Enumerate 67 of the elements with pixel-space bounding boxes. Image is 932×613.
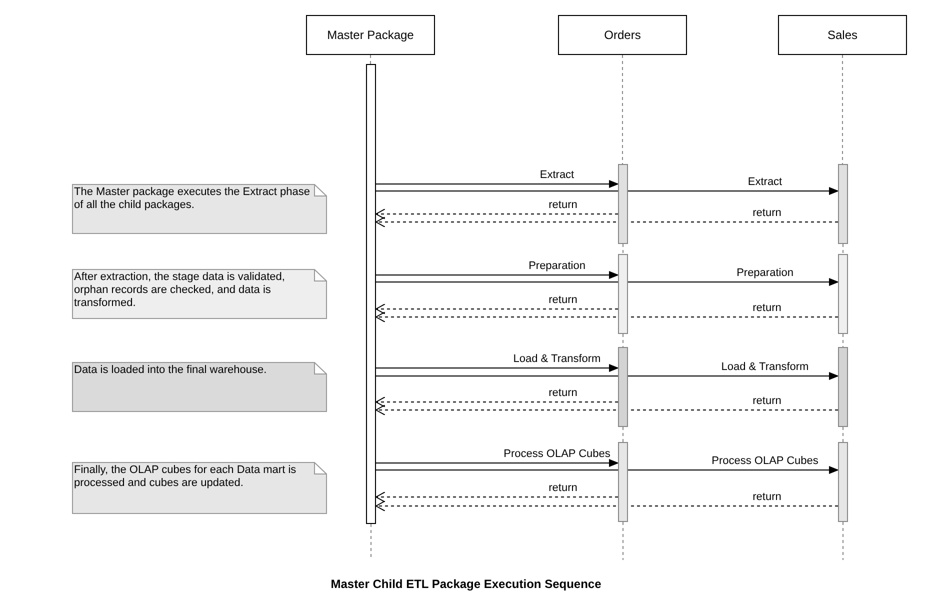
note-text: Finally, the OLAP cubes for each Data mart is processed and cubes are updated. xyxy=(73,463,298,490)
activation-bar xyxy=(838,347,848,427)
edge-label: Extract xyxy=(748,176,782,188)
diagram-caption: Master Child ETL Package Execution Sequence xyxy=(330,577,602,591)
lifeline xyxy=(842,54,843,164)
activation-bar xyxy=(618,254,628,334)
lifeline-name: Orders xyxy=(604,28,641,42)
return-arrow xyxy=(376,312,838,322)
lifeline-name: Master Package xyxy=(327,28,414,42)
activation-bar xyxy=(838,442,848,522)
edge-label: Load & Transform xyxy=(513,353,601,365)
lifeline xyxy=(842,522,844,560)
note-box xyxy=(72,462,327,514)
return-arrow xyxy=(376,500,838,512)
message-arrow xyxy=(376,278,839,286)
lifeline-header-box xyxy=(778,15,907,55)
message-arrow xyxy=(376,364,619,372)
lifeline-name: Sales xyxy=(827,28,858,42)
activation-bar xyxy=(366,64,376,524)
note-text: After extraction, the stage data is validated, orphan records are checked, and data is transformed. xyxy=(73,270,286,310)
message-arrow xyxy=(376,372,839,380)
note-box xyxy=(72,269,327,319)
edge-label: return xyxy=(752,207,782,219)
activation-bar xyxy=(618,442,628,522)
edge-label: return xyxy=(752,491,782,503)
edge-label: Preparation xyxy=(528,260,586,272)
lifeline xyxy=(370,54,371,64)
edge-label: Process OLAP Cubes xyxy=(504,448,610,460)
lifeline xyxy=(842,334,844,348)
lifeline-header-box xyxy=(306,15,435,55)
return-arrow xyxy=(376,208,618,220)
return-arrow xyxy=(376,404,838,416)
return-arrow xyxy=(376,304,618,314)
lifeline-header-box xyxy=(558,15,687,55)
note-box xyxy=(72,362,327,412)
edge-label: Process OLAP Cubes xyxy=(712,455,818,467)
message-arrow xyxy=(376,180,619,188)
edge-label: return xyxy=(548,482,578,494)
message-arrow xyxy=(376,187,839,195)
lifeline xyxy=(622,54,623,164)
activation-bar xyxy=(838,164,848,244)
note-text: Data is loaded into the final warehouse. xyxy=(73,363,268,377)
lifeline xyxy=(622,334,624,348)
note-box xyxy=(72,184,327,234)
activation-bar xyxy=(618,164,628,244)
activation-bar xyxy=(838,254,848,334)
lifeline xyxy=(622,522,624,560)
edge-label: return xyxy=(548,294,578,306)
edge-label: return xyxy=(752,395,782,407)
message-arrow xyxy=(376,466,839,474)
activation-bar xyxy=(618,347,628,427)
return-arrow xyxy=(376,492,618,502)
lifeline xyxy=(842,244,844,254)
edge-label: return xyxy=(752,302,782,314)
message-arrow xyxy=(376,271,619,279)
edge-label: return xyxy=(548,199,578,211)
lifeline xyxy=(842,426,844,442)
edge-label: Extract xyxy=(540,169,574,181)
lifeline xyxy=(622,244,624,254)
message-arrow xyxy=(376,459,619,467)
lifeline xyxy=(622,426,624,442)
edge-label: return xyxy=(548,387,578,399)
return-arrow xyxy=(376,216,838,228)
edge-label: Load & Transform xyxy=(721,361,809,373)
note-text: The Master package executes the Extract phase of all the child packages. xyxy=(73,185,312,212)
return-arrow xyxy=(376,396,618,408)
edge-label: Preparation xyxy=(736,267,794,279)
